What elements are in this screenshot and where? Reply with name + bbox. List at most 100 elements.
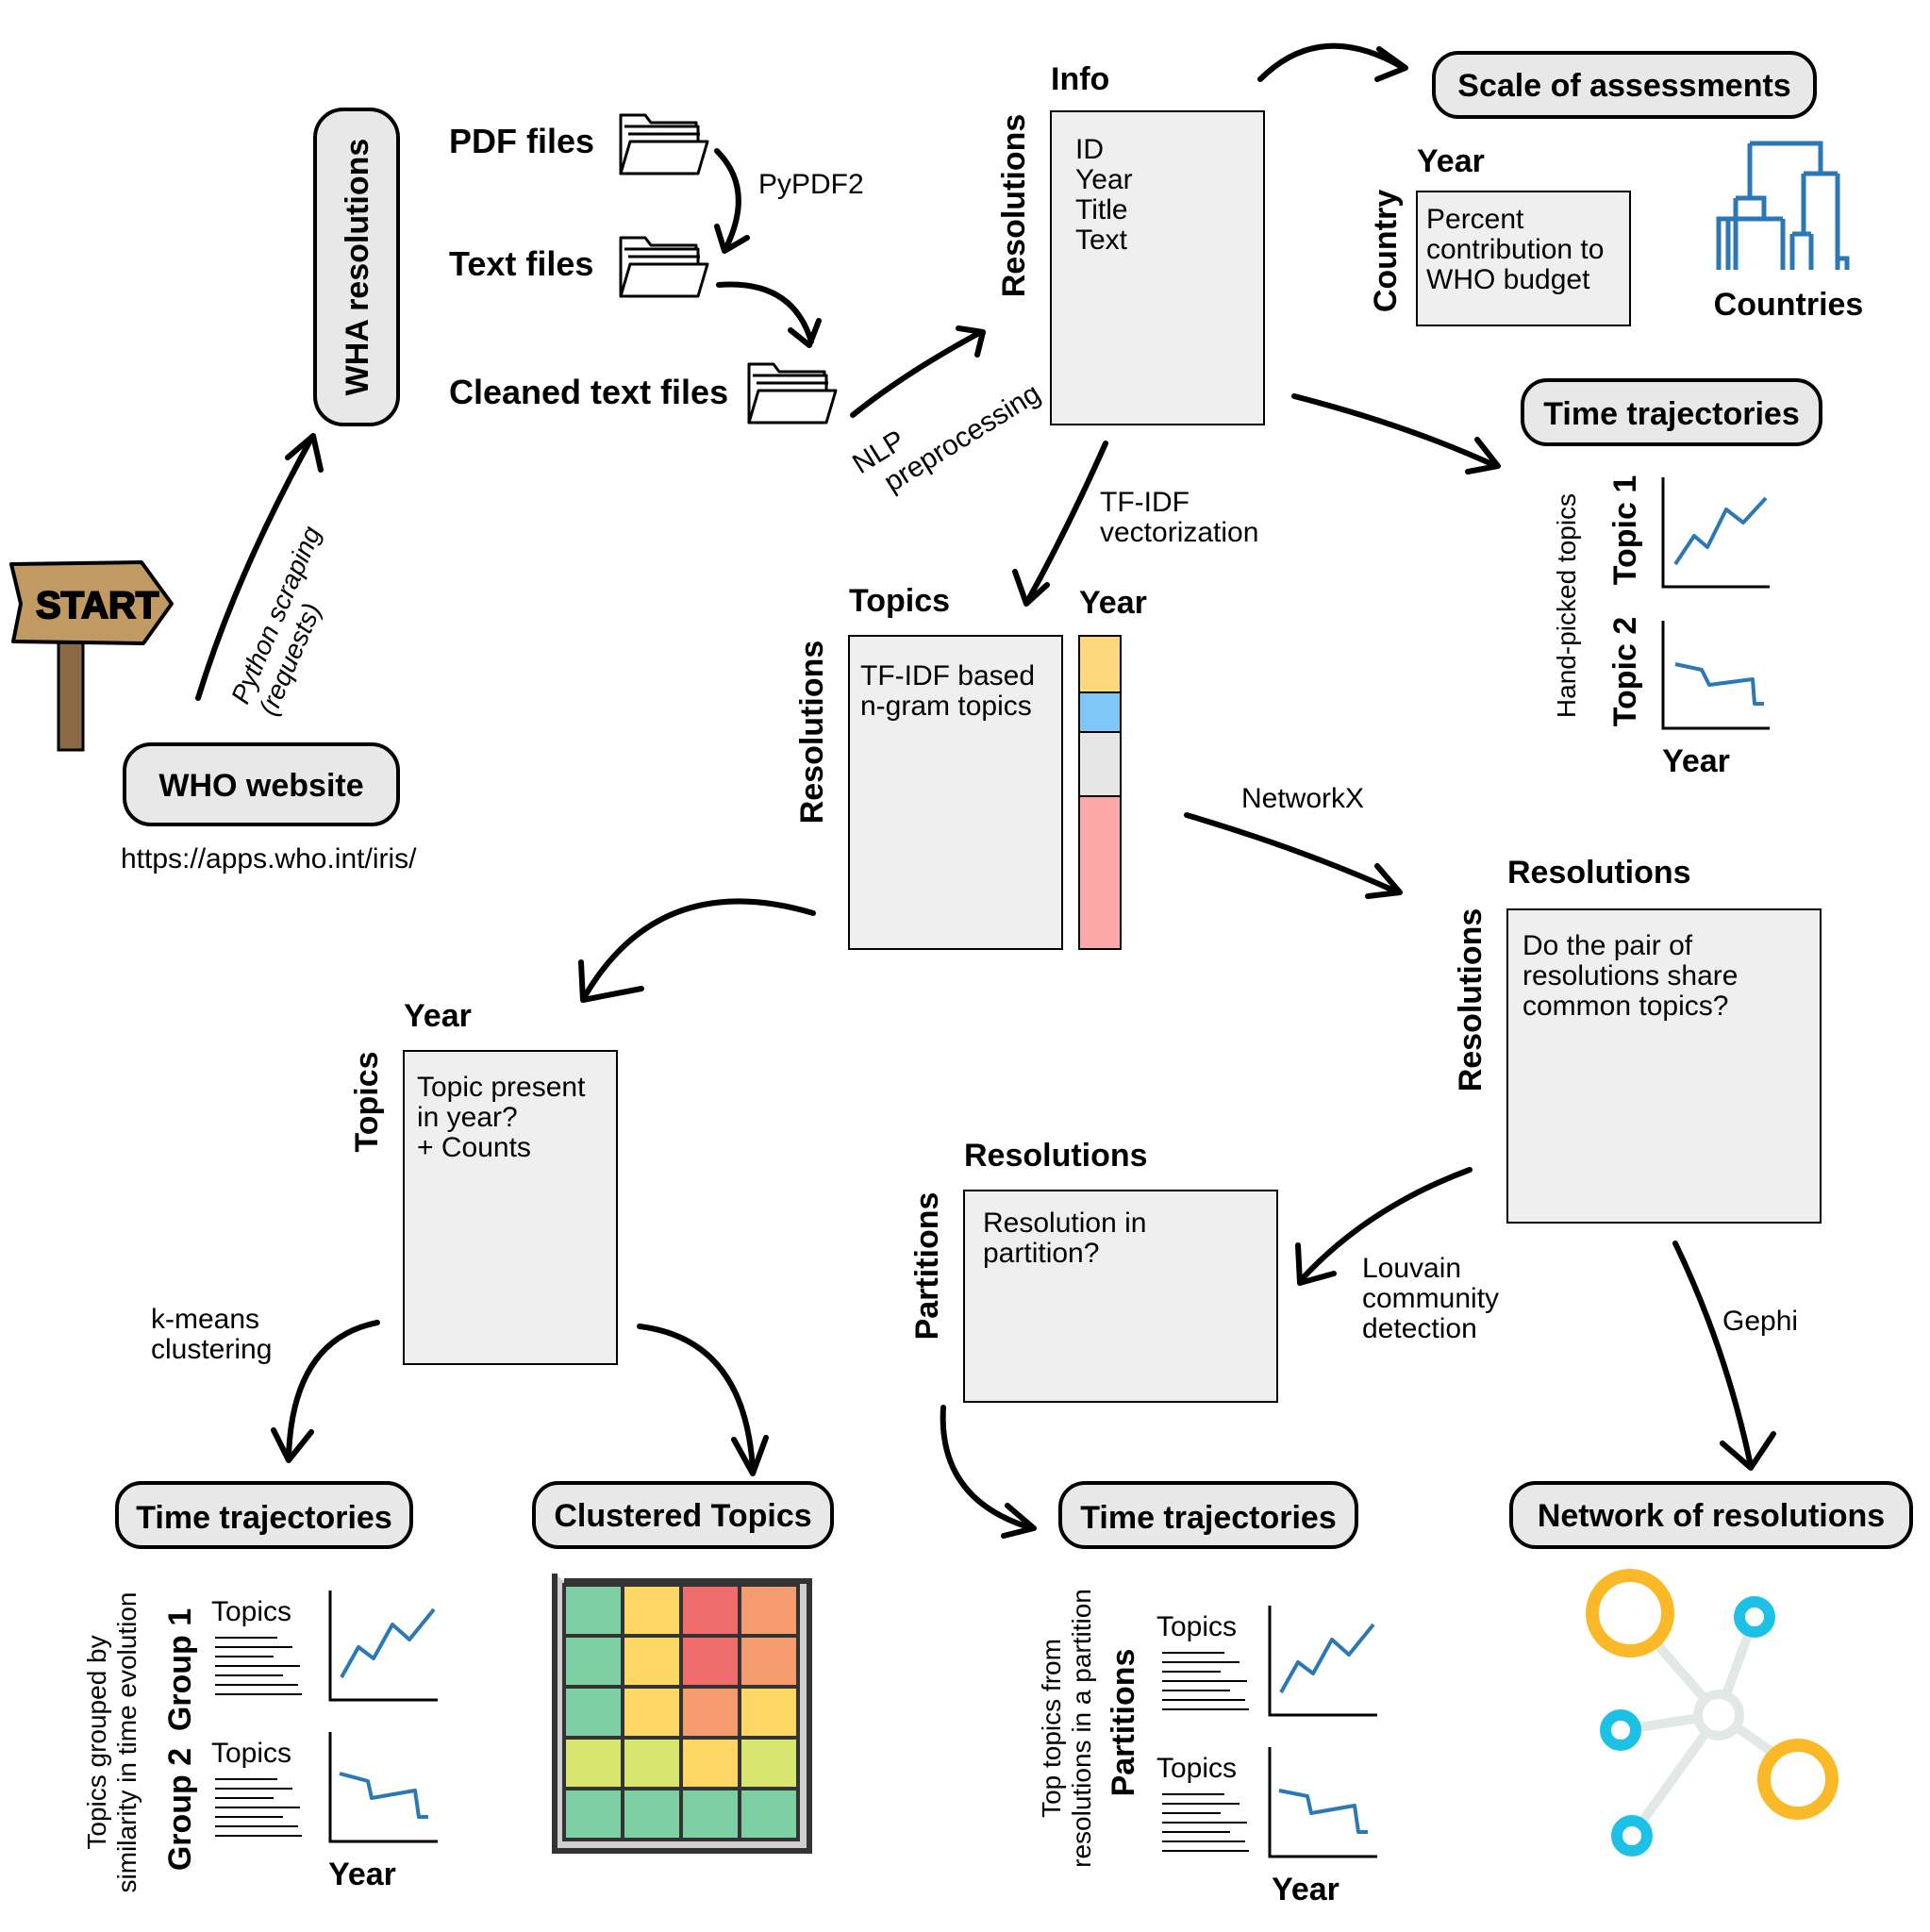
arrow-scraping-head: [285, 433, 324, 473]
res-res-row: Resolutions: [1453, 908, 1489, 1092]
traj-mid-row: Partitions: [1106, 1649, 1141, 1797]
traj-mid-line-1: [1279, 1623, 1375, 1693]
traj-mid-axes-1: [1268, 1606, 1377, 1717]
traj-mid-list-1: [1162, 1652, 1249, 1710]
topic-matrix-col: Topics: [849, 583, 950, 619]
arrow-to-traj-mid: [940, 1405, 1035, 1531]
partition-col: Resolutions: [964, 1138, 1148, 1174]
countries-label: Countries: [1714, 287, 1864, 323]
heatmap-cell: [738, 1787, 800, 1841]
traj-left-xlabel: Year: [328, 1857, 396, 1892]
traj-left-side-2: similarity in time evolution: [112, 1592, 141, 1893]
node-network-resolutions[interactable]: Network of resolutions: [1509, 1481, 1913, 1549]
arrow-gephi: [1672, 1241, 1754, 1469]
arrow-cleaning-head: [788, 318, 822, 348]
cleaned-files-label: Cleaned text files: [449, 373, 728, 411]
traj-mid-side-2: resolutions in a partition: [1067, 1589, 1096, 1868]
info-matrix-col: Info: [1051, 61, 1109, 97]
heatmap-cell: [562, 1685, 624, 1740]
heatmap-cell: [679, 1685, 741, 1740]
edge-preprocessing: preprocessing: [879, 377, 1046, 498]
node-wha-resolutions[interactable]: WHA resolutions: [313, 108, 400, 426]
wha-resolutions-label: WHA resolutions: [340, 139, 375, 396]
budget-matrix-col: Year: [1417, 143, 1485, 179]
heatmap-cell: [679, 1736, 741, 1790]
res-res-line-3: common topics?: [1522, 991, 1728, 1022]
arrow-to-traj-top-head: [1465, 437, 1501, 475]
heatmap-cell: [562, 1787, 624, 1841]
topic-matrix: [848, 635, 1063, 950]
heatmap-cell: [621, 1787, 683, 1841]
info-line-3: Title: [1075, 194, 1128, 225]
res-res-col: Resolutions: [1507, 855, 1691, 891]
edge-pypdf2: PyPDF2: [758, 169, 864, 200]
arrow-to-clustered: [637, 1324, 756, 1473]
info-matrix: [1050, 110, 1265, 425]
traj-left-list-1: [215, 1637, 302, 1695]
pdf-files-label: PDF files: [449, 122, 594, 160]
node-scale-assessments[interactable]: Scale of assessments: [1432, 51, 1817, 119]
folder-icon: [619, 236, 709, 298]
info-matrix-row: Resolutions: [996, 114, 1032, 298]
traj-mid-list-label-2: Topics: [1156, 1753, 1237, 1784]
dendrogram-icon: [1716, 141, 1850, 270]
arrow-louvain: [1299, 1167, 1472, 1282]
heatmap-cell: [738, 1583, 800, 1638]
node-time-trajectories-left[interactable]: Time trajectories: [115, 1481, 413, 1549]
time-trajectories-top-label: Time trajectories: [1543, 396, 1800, 432]
who-website-label: WHO website: [158, 768, 363, 804]
traj-top-line-2: [1674, 662, 1764, 706]
traj-top-xlabel: Year: [1662, 743, 1730, 779]
topic-year-col: Year: [404, 998, 472, 1034]
traj-mid-side-1: Top topics from: [1037, 1639, 1066, 1818]
budget-line-3: WHO budget: [1426, 264, 1590, 295]
traj-mid-line-2: [1278, 1789, 1368, 1834]
traj-top-line-1: [1673, 496, 1768, 566]
heatmap-cell: [562, 1736, 624, 1790]
heatmap-cell: [679, 1583, 741, 1638]
arrow-to-traj-top: [1291, 393, 1499, 469]
traj-top-axes-2: [1661, 621, 1770, 730]
year-bar-segment-3: [1078, 731, 1122, 797]
start-sign-label: START: [36, 585, 158, 626]
traj-left-side-1: Topics grouped by: [82, 1635, 111, 1849]
topic-year-row: Topics: [349, 1051, 385, 1152]
time-trajectories-left-label: Time trajectories: [136, 1500, 392, 1536]
node-clustered-topics[interactable]: Clustered Topics: [532, 1481, 834, 1549]
heatmap-cell: [621, 1685, 683, 1740]
traj-left-list-label-2: Topics: [211, 1738, 291, 1769]
topic-year-line-3: + Counts: [417, 1132, 531, 1163]
traj-mid-list-label-1: Topics: [1156, 1611, 1237, 1642]
node-who-website[interactable]: WHO website: [123, 742, 400, 826]
res-res-line-1: Do the pair of: [1522, 930, 1693, 961]
edge-kmeans-2: clustering: [151, 1334, 272, 1365]
arrow-to-scale: [1257, 42, 1406, 82]
arrow-tfidf: [1025, 441, 1108, 603]
traj-left-line-2: [339, 1772, 428, 1819]
year-bar-segment-1: [1078, 635, 1122, 693]
heatmap-cell: [738, 1634, 800, 1689]
partition-matrix: [963, 1190, 1278, 1403]
node-time-trajectories-mid[interactable]: Time trajectories: [1058, 1481, 1358, 1549]
year-bar-segment-2: [1078, 691, 1122, 733]
network-graph-icon: [1586, 1569, 1838, 1857]
traj-left-axes-2: [328, 1732, 438, 1843]
traj-left-group1: Group 1: [162, 1608, 198, 1731]
edge-kmeans-1: k-means: [151, 1304, 259, 1335]
arrow-nlp-head: [956, 325, 986, 358]
traj-top-side: Hand-picked topics: [1552, 493, 1581, 718]
time-trajectories-mid-label: Time trajectories: [1080, 1500, 1337, 1536]
traj-left-list-2: [215, 1778, 302, 1837]
partition-line-1: Resolution in: [983, 1208, 1146, 1239]
folder-icon: [619, 113, 709, 175]
heatmap-cell: [621, 1736, 683, 1790]
budget-line-2: contribution to: [1426, 234, 1604, 265]
node-time-trajectories-top[interactable]: Time trajectories: [1521, 378, 1822, 446]
heatmap-cell: [562, 1583, 624, 1638]
topic-line-1: TF-IDF based: [860, 660, 1035, 691]
year-bar-segment-4: [1078, 795, 1122, 950]
heatmap-cell: [562, 1634, 624, 1689]
budget-matrix-row: Country: [1368, 190, 1404, 312]
traj-top-series1: Topic 1: [1607, 475, 1643, 586]
partition-line-2: partition?: [983, 1238, 1099, 1269]
